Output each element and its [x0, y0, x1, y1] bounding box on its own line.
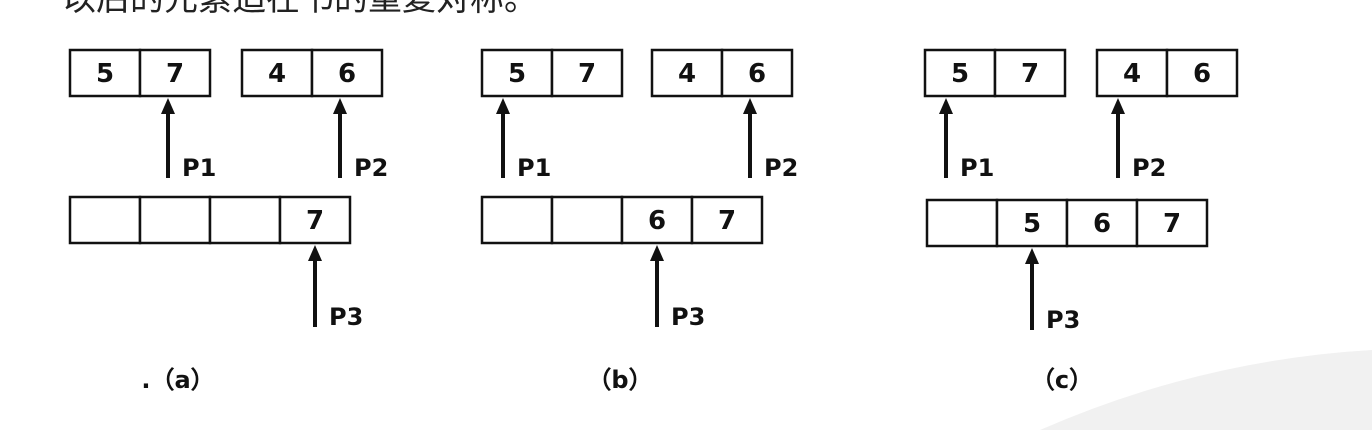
array1-cell-value: 5	[508, 59, 526, 89]
array3-box: 7	[68, 195, 352, 245]
array3-cell	[208, 195, 282, 245]
array2-cell-value: 4	[1123, 59, 1141, 89]
array1-cell	[923, 48, 997, 98]
array2-cell	[1165, 48, 1239, 98]
pointer-p1: P1	[496, 98, 551, 182]
array3-cell	[480, 195, 554, 245]
pointer-label: P1	[960, 154, 994, 182]
arrow-head-icon	[743, 98, 757, 114]
array2-cell	[310, 48, 384, 98]
pointer-label: P2	[1132, 154, 1166, 182]
array3-cell	[278, 195, 352, 245]
array2-cell	[720, 48, 794, 98]
pointer-p1: P1	[161, 98, 216, 182]
array1-cell-value: 7	[166, 59, 184, 89]
arrow-head-icon	[161, 98, 175, 114]
array3-cell	[1065, 198, 1139, 248]
pointer-p1: P1	[939, 98, 994, 182]
array2-cell	[1095, 48, 1169, 98]
array2-cell-value: 4	[678, 59, 696, 89]
array3-cell-value: 6	[1093, 209, 1111, 239]
array3-cell	[1135, 198, 1209, 248]
panel-caption: （b）	[587, 366, 652, 394]
arrow-head-icon	[308, 245, 322, 261]
array3-cell-value: 7	[306, 206, 324, 236]
arrow-head-icon	[939, 98, 953, 114]
array2-cell-value: 6	[338, 59, 356, 89]
array1-cell-value: 5	[96, 59, 114, 89]
cropped-heading-text: 以后的元素追在书的重复对称。	[62, 0, 538, 19]
array3-cell	[550, 195, 624, 245]
array1-cell-value: 7	[1021, 59, 1039, 89]
pointer-p2: P2	[1111, 98, 1166, 182]
array1-cell	[550, 48, 624, 98]
array3-cell-value: 5	[1023, 209, 1041, 239]
array3-cell	[925, 198, 999, 248]
arrow-head-icon	[333, 98, 347, 114]
panel-caption: .（a）	[141, 366, 214, 394]
array3-cell-value: 6	[648, 206, 666, 236]
array2-cell-value: 6	[748, 59, 766, 89]
array1-cell	[993, 48, 1067, 98]
pointer-label: P3	[1046, 306, 1080, 334]
array2-cell-value: 6	[1193, 59, 1211, 89]
array3-cell	[995, 198, 1069, 248]
pointer-p3: P3	[1025, 248, 1080, 334]
pointer-label: P2	[764, 154, 798, 182]
array3-box: 5 6 7	[925, 198, 1209, 248]
array3-cell	[138, 195, 212, 245]
pointer-label: P1	[182, 154, 216, 182]
array1-cell	[138, 48, 212, 98]
pointer-p2: P2	[333, 98, 388, 182]
array1-cell	[480, 48, 554, 98]
array2-cell	[650, 48, 724, 98]
array3-cell	[690, 195, 764, 245]
array1-cell-value: 5	[951, 59, 969, 89]
arrow-head-icon	[1111, 98, 1125, 114]
pointer-p3: P3	[308, 245, 363, 331]
panel-caption: （c）	[1031, 366, 1093, 394]
pointer-p2: P2	[743, 98, 798, 182]
pointer-label: P2	[354, 154, 388, 182]
array3-cell	[68, 195, 142, 245]
arrow-head-icon	[650, 245, 664, 261]
array1-cell	[68, 48, 142, 98]
array1-cell-value: 7	[578, 59, 596, 89]
array2-cell-value: 4	[268, 59, 286, 89]
arrow-head-icon	[496, 98, 510, 114]
arrow-head-icon	[1025, 248, 1039, 264]
pointer-label: P1	[517, 154, 551, 182]
array3-cell-value: 7	[718, 206, 736, 236]
watermark-shape	[1040, 350, 1372, 430]
array3-cell-value: 7	[1163, 209, 1181, 239]
pointer-label: P3	[329, 303, 363, 331]
pointer-label: P3	[671, 303, 705, 331]
pointer-p3: P3	[650, 245, 705, 331]
